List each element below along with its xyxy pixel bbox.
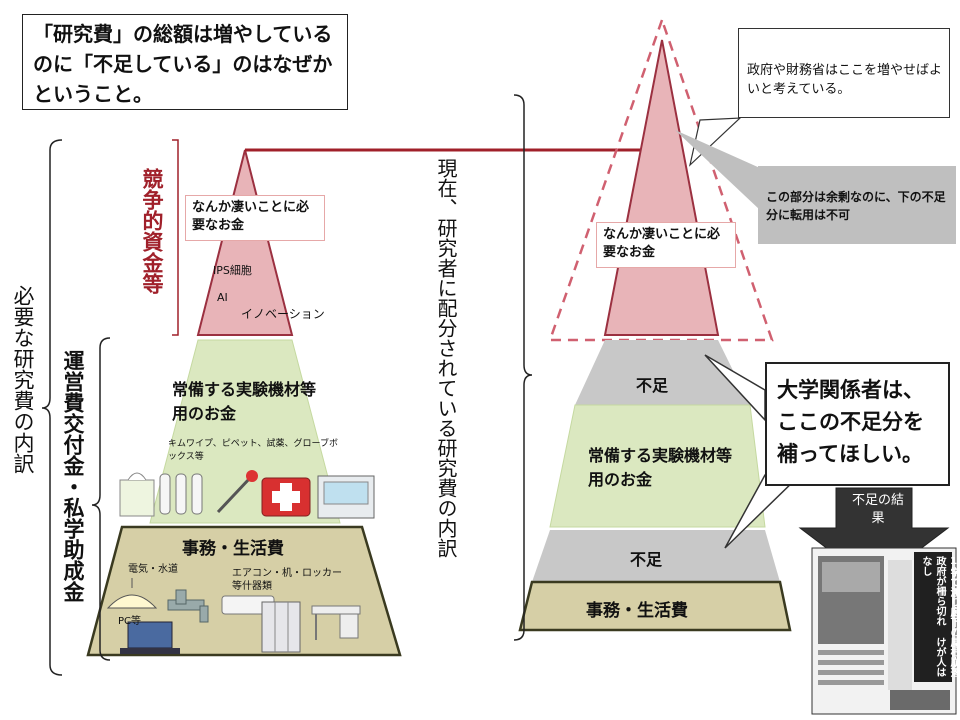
surplus-callout-pointer [675,130,760,210]
laptop-icon [120,621,180,654]
right-shortage-label-2: 不足 [630,550,663,569]
center-bracket [513,94,533,641]
faucet-icon [167,589,209,623]
left-bottom-title: 事務・生活費 [182,539,284,559]
right-top-label-box: なんか凄いことに必要なお金 [596,222,736,268]
surplus-note-box: この部分は余剰なのに、下の不足分に転用は不可 [758,166,956,244]
top-example-ips: IPS細胞 [213,264,252,277]
center-label: 現在、研究者に配分されている研究費の内訳 [434,158,458,558]
first-aid-kit-icon [261,477,311,517]
left-outer-bracket [41,139,63,676]
left-top-triangle [196,149,294,336]
right-shortage-label-1: 不足 [636,376,669,395]
univ-note-box: 大学関係者は、ここの不足分を補ってほしい。 [765,362,950,486]
lamp-icon [106,578,158,609]
newspaper-headline: 1学で渡り廊下の屋根崩落 政府が柵ら切れ けが人はなし [920,556,959,677]
tissue-box-icon [119,472,155,517]
right-top-triangle [603,39,720,336]
right-bottom-title: 事務・生活費 [586,601,688,621]
locker-icon [261,601,301,653]
result-arrow-label: 不足の結果 [851,493,904,526]
competitive-funding-label: 競争的資金等 [140,168,164,294]
top-example-ai: AI [217,291,228,304]
left-top-label-box: なんか凄いことに必要なお金 [185,195,325,241]
desk-icon [311,605,361,640]
bottom-example-pc: PC等 [118,616,142,627]
top-example-innovation: イノベーション [241,307,325,321]
right-middle-trapezoid [549,404,766,528]
left-middle-title: 常備する実験機材等用のお金 [172,380,317,423]
left-side-label: 必要な研究費の内訳 [11,285,35,474]
right-middle-title: 常備する実験機材等用のお金 [588,446,733,489]
left-middle-examples: キムワイプ、ピペット、試薬、グローブボックス等 [168,439,339,462]
page-title: 「研究費」の総額は増やしているのに「不足している」のはなぜかということ。 [22,14,348,110]
competitive-bracket [172,139,179,336]
right-shortage-band-2 [532,530,780,582]
bottom-example-furniture: エアコン・机・ロッカー等什器類 [232,568,342,592]
gov-note-box: 政府や財務省はここを増やせばよいと考えている。 [738,28,950,118]
pipette-icon [216,470,258,514]
operating-bracket [91,337,111,661]
bottom-example-utilities: 電気・水道 [128,564,178,575]
newspaper-clipping [811,547,957,715]
test-tubes-icon [159,473,203,515]
operating-grants-label: 運営費交付金・私学助成金 [61,350,85,602]
glove-box-icon [317,475,375,519]
